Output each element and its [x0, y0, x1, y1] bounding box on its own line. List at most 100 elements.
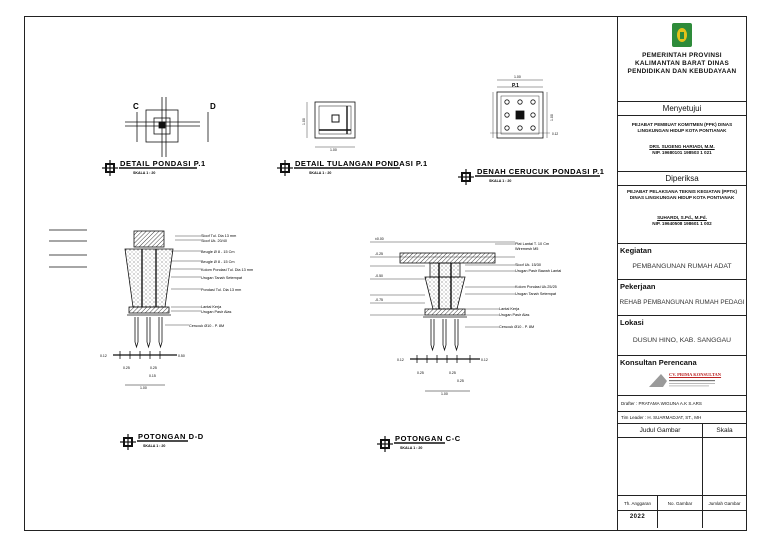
title-symbol — [277, 160, 293, 176]
lokasi-section: Lokasi DUSUN HINO, KAB. SANGGAU — [618, 316, 746, 356]
pekerjaan-section: Pekerjaan REHAB PEMBANGUNAN RUMAH PEDAGI — [618, 280, 746, 316]
kegiatan-section: Kegiatan PEMBANGUNAN RUMAH ADAT — [618, 244, 746, 280]
judul-gambar-cell: Judul Gambar — [618, 424, 703, 495]
title-symbol — [102, 160, 118, 176]
cc-dim-right: 0.12 — [481, 358, 488, 362]
detail-pondasi-plan — [125, 97, 209, 157]
cc-note: Plat Lantai T. 10 Cm — [515, 242, 549, 246]
cc-dim-left: 0.12 — [397, 358, 404, 362]
year-value: 2022 — [629, 514, 646, 520]
team-leader: Tim Leader : H. SUARMADJAT, ST., MH — [618, 412, 746, 424]
approved-label: Menyetujui — [618, 102, 746, 116]
skala-label: Skala — [703, 424, 746, 438]
dd-note: Urugan Pasir Alas — [201, 310, 231, 314]
lokasi-label: Lokasi — [620, 318, 644, 327]
konsultan-section: Konsultan Perencana CV. PRIMA KONSULTAN — [618, 356, 746, 396]
jumlah-gambar-label: Jumlah Gambar — [703, 496, 746, 511]
dd-dim-b: 0.25 — [150, 366, 157, 370]
cc-note: Sloof Uk. 15/30 — [515, 263, 541, 267]
dd-dim-right: 0.50 — [178, 354, 185, 358]
cc-note: Urugan Pasir Bawah Lantai — [515, 269, 561, 273]
jumlah-gambar-cell: Jumlah Gambar — [703, 496, 746, 528]
province-logo-icon — [672, 23, 692, 47]
dd-note: Beugle Ø 8 - 15 Cm — [201, 250, 235, 254]
ppk-section: Menyetujui PEJABAT PEMBUAT KOMITMEN (PPK… — [618, 102, 746, 172]
title-symbol — [377, 436, 393, 452]
cc-level: -0.75 — [375, 298, 383, 302]
cc-dim-b: 0.25 — [449, 371, 456, 375]
detail-tulangan-title: DETAIL TULANGAN PONDASI P.1 — [295, 159, 428, 168]
dd-note: Sloof Uk. 20/40 — [201, 239, 227, 243]
drawing-area: C D DETAIL PONDASI P.1 SKALA 1 : 20 1.00… — [49, 75, 604, 452]
denah-cerucuk-title: DENAH CERUCUK PONDASI P.1 — [477, 167, 604, 176]
konsultan-logo-text: CV. PRIMA KONSULTAN — [669, 372, 722, 377]
detail-tulangan-plan — [306, 101, 356, 148]
detail-pondasi-title: DETAIL PONDASI P.1 — [120, 159, 206, 168]
title-symbol — [458, 169, 474, 185]
th-anggaran-cell: Th. Anggaran 2022 — [618, 496, 658, 528]
lokasi-value: DUSUN HINO, KAB. SANGGAU — [632, 337, 732, 344]
cc-dim-c: 0.25 — [457, 379, 464, 383]
section-mark-d: D — [210, 102, 216, 111]
no-gambar-cell: No. Gambar — [658, 496, 703, 528]
cc-note: Cerucuk Ø10 - P. 8M — [499, 325, 534, 329]
konsultan-logo-icon — [649, 374, 715, 387]
cerucuk-p1-mark: P.1 — [512, 83, 519, 89]
detail-tulangan-scale: SKALA 1 : 20 — [309, 171, 331, 175]
ppk-nip: NIP. 19680101 198503 1 021 — [652, 150, 712, 155]
drawing-sheet: C D DETAIL PONDASI P.1 SKALA 1 : 20 1.00… — [24, 16, 747, 531]
potongan-dd-scale: SKALA 1 : 20 — [143, 444, 165, 448]
cc-note: Lantai Kerja — [499, 307, 520, 311]
tulangan-dim-vertical: 1.00 — [302, 118, 306, 125]
dd-note: Cerucuk Ø10 - P. 8M — [189, 324, 224, 328]
judul-gambar-label: Judul Gambar — [618, 424, 702, 438]
potongan-dd-title: POTONGAN D-D — [138, 432, 204, 441]
pekerjaan-label: Pekerjaan — [620, 282, 656, 291]
denah-cerucuk-plan — [490, 79, 550, 139]
ppk-title: PEJABAT PEMBUAT KOMITMEN (PPK) DINAS LIN… — [631, 122, 733, 133]
no-gambar-label: No. Gambar — [658, 496, 702, 511]
cc-note: Kolom Pondasi Uk.25/25 — [515, 285, 557, 289]
kegiatan-value: PEMBANGUNAN RUMAH ADAT — [632, 263, 732, 270]
pptk-nip: NIP. 19640508 198601 1 002 — [652, 221, 712, 226]
cc-note: Wiremesh M5 — [515, 247, 538, 251]
detail-pondasi-scale: SKALA 1 : 20 — [133, 171, 155, 175]
dd-note: Kolom Pondasi Tul. Dia 13 mm — [201, 268, 253, 272]
title-block: PEMERINTAH PROVINSI KALIMANTAN BARAT DIN… — [617, 17, 746, 530]
dd-note: Beugle Ø 8 - 15 Cm — [201, 260, 235, 264]
kegiatan-label: Kegiatan — [620, 246, 652, 255]
cerucuk-dim-top: 1.00 — [514, 75, 521, 79]
agency-header: PEMERINTAH PROVINSI KALIMANTAN BARAT DIN… — [618, 17, 746, 102]
cc-note: Urugan Tanah Setempat — [515, 292, 557, 296]
dd-dim-a: 0.25 — [123, 366, 130, 370]
konsultan-logo: CV. PRIMA KONSULTAN — [647, 371, 721, 389]
cc-level: -0.25 — [375, 252, 383, 256]
skala-cell: Skala — [703, 424, 746, 495]
dd-dim-total: 1.00 — [140, 386, 147, 390]
judul-skala-section: Judul Gambar Skala — [618, 424, 746, 496]
dd-dim-left: 0.12 — [100, 354, 107, 358]
cc-level: ±0.00 — [375, 237, 384, 241]
drafter: Drafter : PRATAMA WIGUNA A.K S.ARS — [618, 396, 746, 412]
dd-note: Pondasi Tul. Dia 13 mm — [201, 288, 241, 292]
checked-label: Diperiksa — [618, 172, 746, 186]
title-symbol — [120, 434, 136, 450]
th-anggaran-label: Th. Anggaran — [618, 496, 657, 511]
konsultan-label: Konsultan Perencana — [620, 358, 697, 367]
potongan-dd-section — [49, 229, 201, 386]
pptk-section: Diperiksa PEJABAT PELAKSANA TEKNIS KEGIA… — [618, 172, 746, 244]
denah-cerucuk-scale: SKALA 1 : 20 — [489, 179, 511, 183]
potongan-cc-section — [370, 241, 515, 392]
ppk-name: DRS. SUGENG HARIADI, M.M. — [649, 144, 715, 149]
potongan-cc-title: POTONGAN C-C — [395, 434, 461, 443]
footer-section: Th. Anggaran 2022 No. Gambar Jumlah Gamb… — [618, 496, 746, 528]
pekerjaan-value: REHAB PEMBANGUNAN RUMAH PEDAGI — [619, 299, 745, 306]
agency-name: PEMERINTAH PROVINSI KALIMANTAN BARAT DIN… — [627, 52, 737, 75]
dd-dim-c: 0.15 — [149, 374, 156, 378]
pptk-name: SUHARDI, S.Pd., M.Pd. — [657, 215, 707, 220]
cc-dim-total: 1.00 — [441, 392, 448, 396]
dd-note: Urugan Tanah Setempat — [201, 276, 243, 280]
section-mark-c: C — [133, 102, 139, 111]
cc-level: -0.50 — [375, 274, 383, 278]
cc-note: Urugan Pasir Alas — [499, 313, 529, 317]
